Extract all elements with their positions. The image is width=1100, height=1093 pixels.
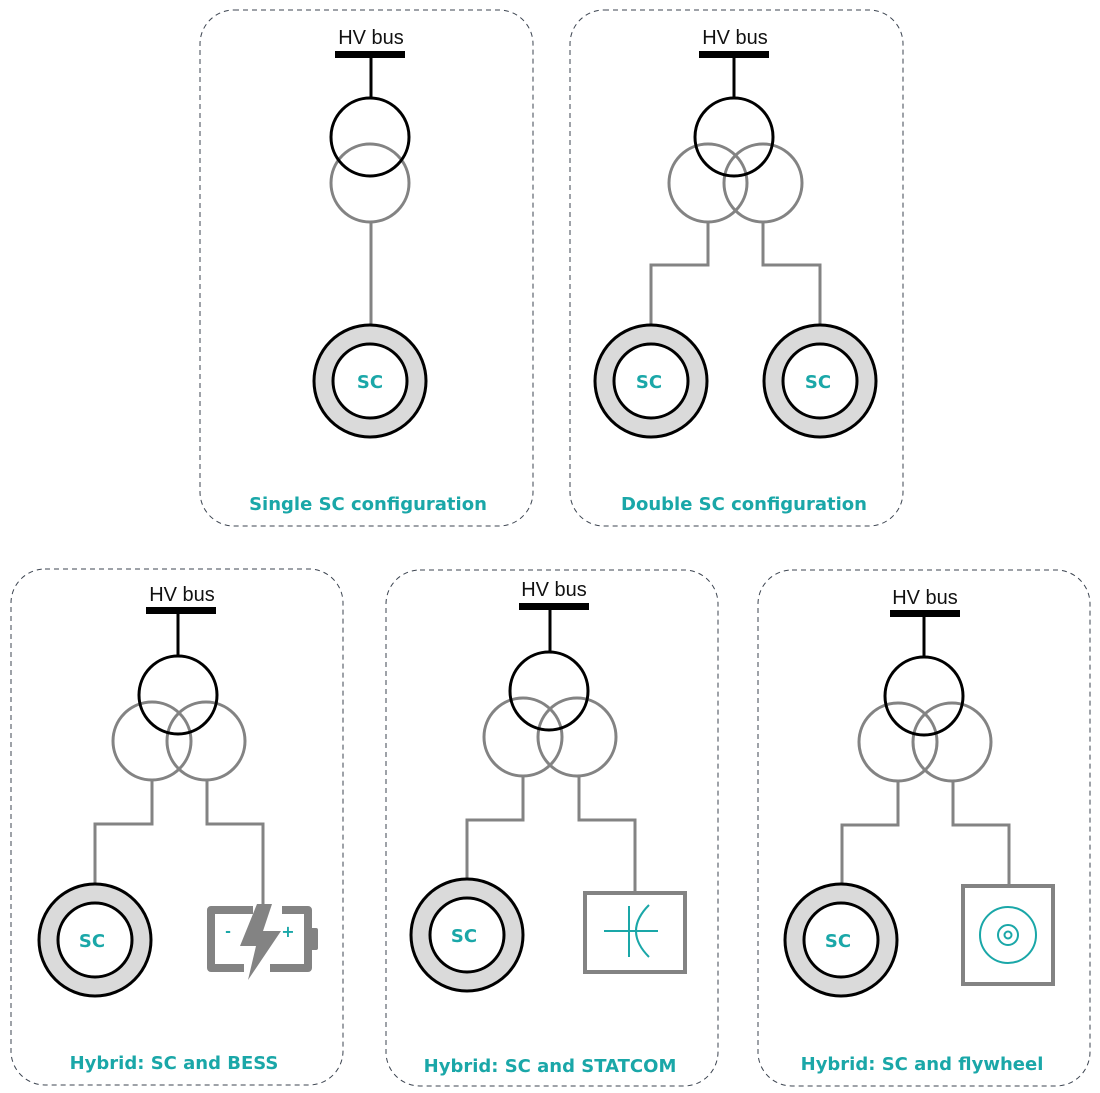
feeder-line-left	[649, 222, 710, 326]
panel-caption: Double SC configuration	[621, 494, 867, 515]
hv-bus-label: HV bus	[149, 584, 215, 606]
panel-single-sc: HV bus SC Single SC configuration	[199, 9, 534, 527]
feeder-line-right	[951, 781, 1011, 886]
panel-caption: Hybrid: SC and flywheel	[801, 1054, 1044, 1075]
feeder-line-left	[840, 781, 900, 885]
synchronous-condenser: SC	[593, 323, 709, 439]
sc-label: SC	[825, 931, 851, 952]
panel-double-sc: HV bus SC SC Double SC configuration	[569, 9, 904, 527]
feeder-line-right	[577, 776, 637, 893]
statcom-box	[583, 891, 687, 974]
hv-bus-label: HV bus	[892, 587, 958, 609]
sc-label: SC	[451, 926, 477, 947]
panel-caption: Single SC configuration	[249, 494, 487, 515]
panel-border	[385, 569, 719, 1087]
feeder-line-left	[93, 780, 154, 885]
sc-label: SC	[79, 931, 105, 952]
panel-caption: Hybrid: SC and BESS	[70, 1053, 279, 1074]
feeder-line-left	[465, 776, 525, 880]
battery-plus-sign: +	[281, 922, 294, 941]
synchronous-condenser: SC	[37, 882, 153, 998]
flywheel-box	[961, 884, 1055, 986]
capacitor-icon	[604, 904, 658, 958]
synchronous-condenser: SC	[409, 877, 525, 993]
battery-icon: - +	[207, 904, 318, 980]
hv-bus-label: HV bus	[338, 27, 404, 49]
hv-bus-label: HV bus	[702, 27, 768, 49]
hv-busbar	[519, 603, 589, 610]
sc-label: SC	[636, 372, 662, 393]
battery-minus-sign: -	[225, 924, 231, 940]
three-winding-transformer-icon	[857, 655, 993, 783]
hv-bus-label: HV bus	[521, 579, 587, 601]
feeder-line-right	[761, 222, 822, 326]
panel-hybrid-bess: HV bus SC - + Hybrid: SC and BESS	[10, 568, 344, 1086]
hv-busbar	[699, 51, 769, 58]
panel-border	[569, 9, 904, 527]
sc-label: SC	[805, 372, 831, 393]
panel-border	[199, 9, 534, 527]
hv-busbar	[890, 610, 960, 617]
synchronous-condenser: SC	[783, 882, 899, 998]
panel-hybrid-statcom: HV bus SC Hybrid: SC and STATCOM	[385, 569, 719, 1087]
hv-busbar	[335, 51, 405, 58]
feeder-line-right	[205, 780, 265, 905]
synchronous-condenser: SC	[312, 323, 428, 439]
flywheel-icon	[979, 906, 1037, 964]
sc-label: SC	[357, 372, 383, 393]
panel-caption: Hybrid: SC and STATCOM	[424, 1056, 677, 1077]
hv-busbar	[146, 607, 216, 614]
panel-hybrid-flywheel: HV bus SC Hybrid: SC and flywheel	[757, 569, 1091, 1087]
synchronous-condenser: SC	[762, 323, 878, 439]
